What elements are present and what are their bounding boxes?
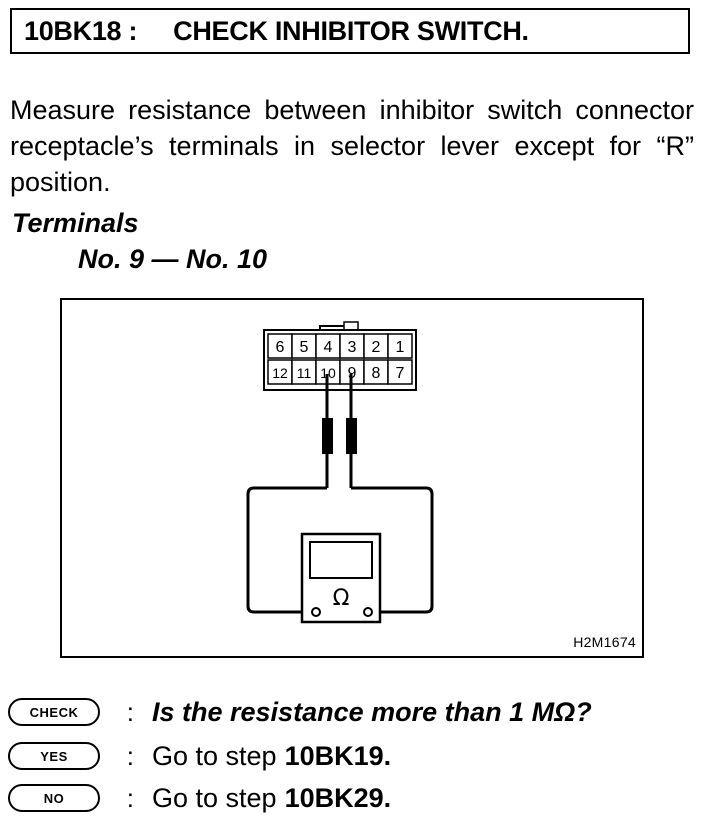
yes-badge: YES — [8, 742, 100, 770]
terminal-cell — [363, 333, 389, 359]
probe-right — [346, 374, 357, 488]
terminal-cell — [339, 333, 365, 359]
lead-wire-left — [246, 486, 327, 614]
terminal-cell — [387, 333, 413, 359]
step-header: 10BK18 : CHECK INHIBITOR SWITCH. — [10, 8, 690, 54]
terminals-value: No. 9 — No. 10 — [78, 244, 268, 274]
ohm-symbol: Ω — [333, 586, 350, 611]
yes-colon: : — [126, 740, 134, 771]
check-badge: CHECK — [8, 698, 100, 726]
terminal-cell — [267, 333, 293, 359]
terminal-number: 10 — [320, 365, 336, 381]
terminal-number: 3 — [348, 339, 357, 356]
terminal-number: 9 — [348, 365, 357, 382]
terminal-number: 11 — [297, 365, 312, 381]
no-badge: NO — [8, 784, 100, 812]
no-row: NO : Go to step 10BK29. — [8, 780, 391, 816]
terminal-number: 5 — [300, 339, 309, 356]
step-code: 10BK18 : — [24, 15, 138, 46]
probe-left — [322, 374, 333, 488]
yes-row: YES : Go to step 10BK19. — [8, 738, 391, 774]
meter-display — [309, 541, 373, 579]
step-title: CHECK INHIBITOR SWITCH. — [173, 15, 529, 46]
terminal-number: 8 — [372, 365, 381, 382]
instruction-text: Measure resistance between inhibitor swi… — [10, 95, 694, 197]
terminal-cell — [267, 359, 293, 385]
no-colon: : — [126, 782, 134, 813]
figure-id: H2M1674 — [573, 634, 636, 650]
check-question: Is the resistance more than 1 MΩ? — [152, 696, 592, 727]
terminal-number: 7 — [396, 365, 405, 382]
terminal-number: 1 — [396, 339, 405, 356]
check-colon: : — [126, 696, 134, 727]
terminal-cell — [387, 359, 413, 385]
terminal-number: 2 — [372, 339, 381, 356]
no-step-link[interactable]: 10BK29. — [284, 782, 392, 813]
terminal-number: 12 — [272, 365, 288, 381]
yes-text: Go to step — [152, 740, 277, 771]
check-row: CHECK : Is the resistance more than 1 MΩ… — [8, 694, 592, 730]
terminal-cell — [291, 333, 317, 359]
yes-step-link[interactable]: 10BK19. — [284, 740, 392, 771]
no-text: Go to step — [152, 782, 277, 813]
ohmmeter: Ω — [300, 532, 382, 624]
terminal-number: 6 — [276, 339, 285, 356]
terminals-heading: Terminals — [12, 208, 139, 238]
lead-wire-right — [351, 486, 434, 614]
terminal-number: 4 — [324, 339, 333, 356]
